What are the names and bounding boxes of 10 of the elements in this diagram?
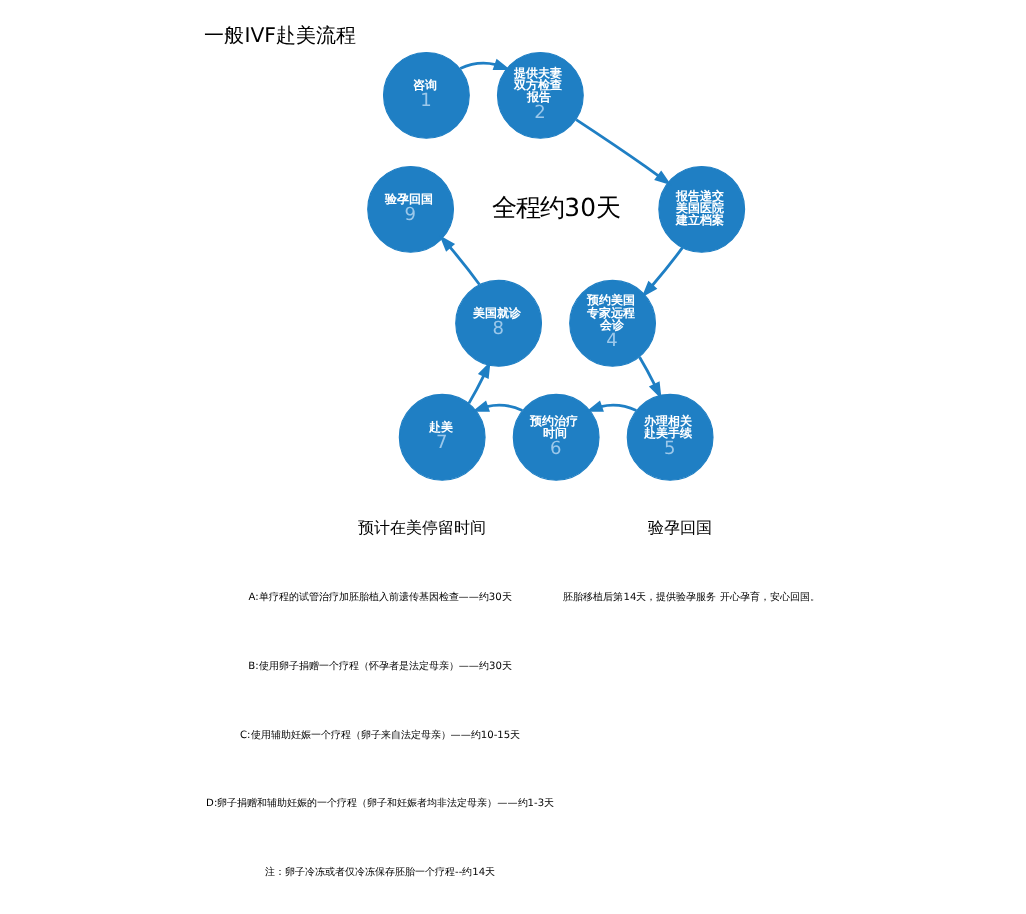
diagram-title: 一般IVF赴美流程 <box>204 25 357 48</box>
arrow <box>467 361 491 405</box>
arrow <box>459 58 511 70</box>
label: 全程约30天 <box>492 191 620 222</box>
arrow <box>575 118 672 186</box>
arrow <box>439 235 481 286</box>
arrow <box>472 400 523 412</box>
arrow <box>641 246 684 298</box>
arrow <box>585 400 637 412</box>
arrow <box>638 356 662 400</box>
